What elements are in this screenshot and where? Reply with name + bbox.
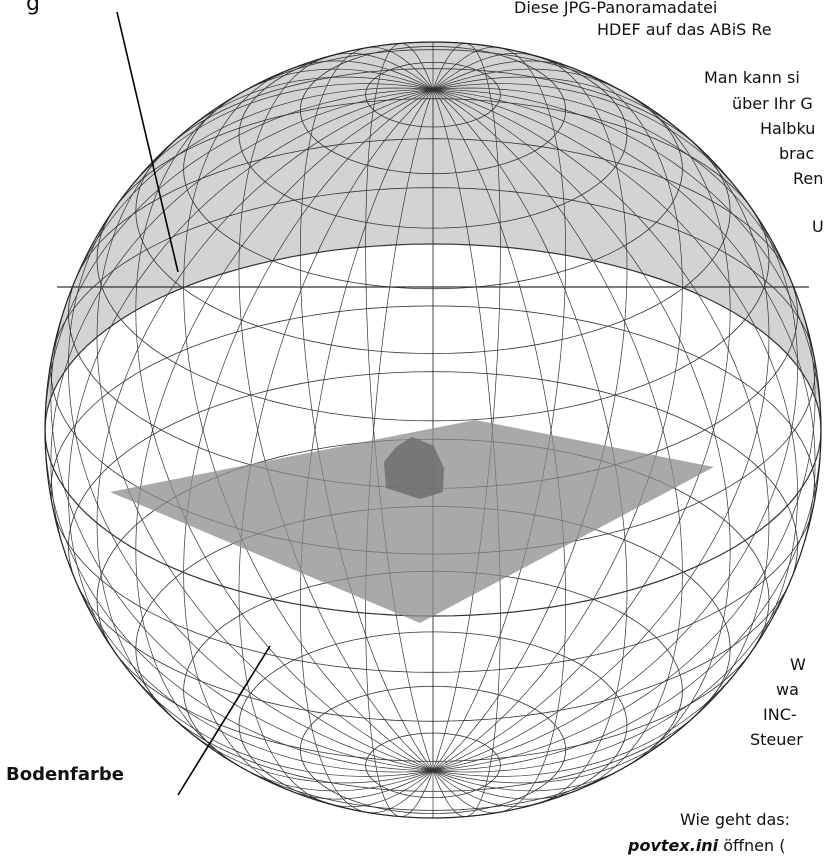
side-text-line-5: Halbku bbox=[760, 119, 816, 138]
house-model bbox=[384, 437, 444, 499]
footer-question: Wie geht das: bbox=[680, 810, 791, 829]
side-text-line-6: brac bbox=[779, 144, 815, 163]
side-text-line-10: wa bbox=[776, 680, 799, 699]
footer-rest: öffnen ( bbox=[718, 836, 786, 855]
side-text-line-1: Diese JPG-Panoramadatei bbox=[514, 0, 718, 17]
meridian-line bbox=[432, 76, 770, 771]
side-text-line-7: Ren bbox=[793, 169, 824, 188]
meridian-line bbox=[432, 89, 770, 784]
sphere-outline bbox=[44, 41, 822, 819]
sky-color-label: g bbox=[26, 0, 40, 16]
ground-plane bbox=[110, 420, 714, 623]
side-text-line-9: W bbox=[790, 655, 806, 674]
meridian-line bbox=[432, 89, 683, 800]
meridian-line bbox=[432, 87, 816, 771]
ground-label-leader bbox=[177, 645, 271, 796]
meridian-line bbox=[50, 89, 434, 773]
meridian-line bbox=[135, 68, 434, 771]
side-text-line-2: HDEF auf das ABiS Re bbox=[597, 20, 772, 39]
sky-label-leader bbox=[116, 11, 179, 273]
meridian-line bbox=[96, 76, 434, 771]
footer-instruction: povtex.ini öffnen ( bbox=[628, 838, 786, 854]
meridian-line bbox=[183, 89, 434, 800]
meridian-line bbox=[432, 89, 816, 773]
ground-color-label: Bodenfarbe bbox=[6, 764, 124, 785]
meridian-line bbox=[432, 89, 798, 777]
meridian-line bbox=[432, 83, 798, 771]
side-text-line-4: über Ihr G bbox=[732, 94, 813, 113]
meridian-line bbox=[432, 68, 731, 771]
meridian-line bbox=[68, 83, 434, 771]
meridian-line bbox=[50, 87, 434, 771]
meridian-line bbox=[432, 89, 731, 792]
side-text-line-3: Man kann si bbox=[704, 68, 800, 87]
ini-filename: povtex.ini bbox=[628, 836, 719, 855]
meridian-line bbox=[96, 89, 434, 784]
meridian-line bbox=[68, 89, 434, 777]
side-text-line-8: U bbox=[812, 217, 824, 236]
side-text-line-11: INC- bbox=[763, 705, 797, 724]
side-text-line-12: Steuer bbox=[750, 730, 803, 749]
meridian-line bbox=[135, 89, 434, 792]
